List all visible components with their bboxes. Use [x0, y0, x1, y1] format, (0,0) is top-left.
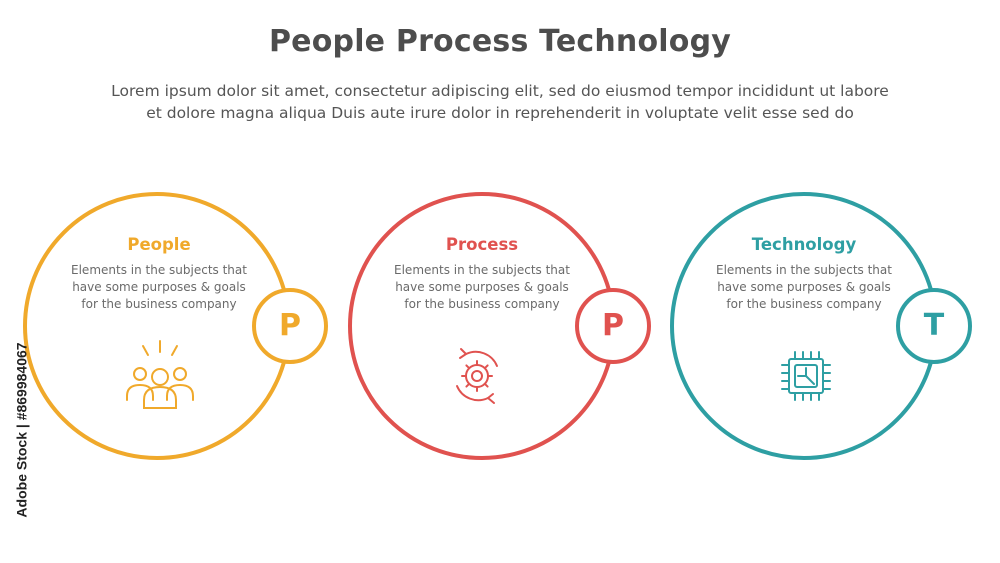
technology-badge-letter: T	[923, 308, 945, 343]
process-title: Process	[445, 235, 519, 254]
subtitle-line-1: Lorem ipsum dolor sit amet, consectetur …	[111, 82, 889, 100]
technology-card-text: Technology Elements in the subjects that…	[704, 235, 904, 313]
technology-desc-line-2: have some purposes & goals	[717, 280, 891, 294]
page-subtitle: Lorem ipsum dolor sit amet, consectetur …	[40, 80, 960, 124]
people-desc-line-2: have some purposes & goals	[72, 280, 246, 294]
process-desc-line-2: have some purposes & goals	[395, 280, 569, 294]
chip-icon	[781, 351, 831, 401]
people-big-circle	[23, 192, 291, 460]
subtitle-line-2: et dolore magna aliqua Duis aute irure d…	[146, 104, 854, 122]
people-icon	[126, 340, 194, 409]
gear-cycle-icon	[456, 348, 498, 404]
page-title: People Process Technology	[268, 24, 732, 59]
stock-watermark: Adobe Stock | #869984067	[2, 300, 42, 560]
process-desc-line-3: for the business company	[404, 297, 560, 311]
people-desc-line-1: Elements in the subjects that	[71, 263, 247, 277]
people-desc-line-3: for the business company	[81, 297, 237, 311]
people-card-text: People Elements in the subjects that hav…	[59, 235, 259, 313]
process-card-text: Process Elements in the subjects that ha…	[382, 235, 582, 313]
technology-desc-line-1: Elements in the subjects that	[716, 263, 892, 277]
process-desc-line-1: Elements in the subjects that	[394, 263, 570, 277]
watermark-text: Adobe Stock | #869984067	[14, 342, 30, 518]
process-badge-circle	[575, 288, 651, 364]
process-circle-group	[348, 192, 651, 460]
process-badge-letter: P	[602, 308, 624, 343]
process-big-circle	[348, 192, 616, 460]
technology-badge-circle	[896, 288, 972, 364]
technology-desc-line-3: for the business company	[726, 297, 882, 311]
people-circle-group	[23, 192, 328, 460]
people-badge-letter: P	[279, 308, 301, 343]
people-badge-circle	[252, 288, 328, 364]
technology-circle-group	[670, 192, 972, 460]
people-title: People	[127, 235, 191, 254]
technology-title: Technology	[751, 235, 857, 254]
